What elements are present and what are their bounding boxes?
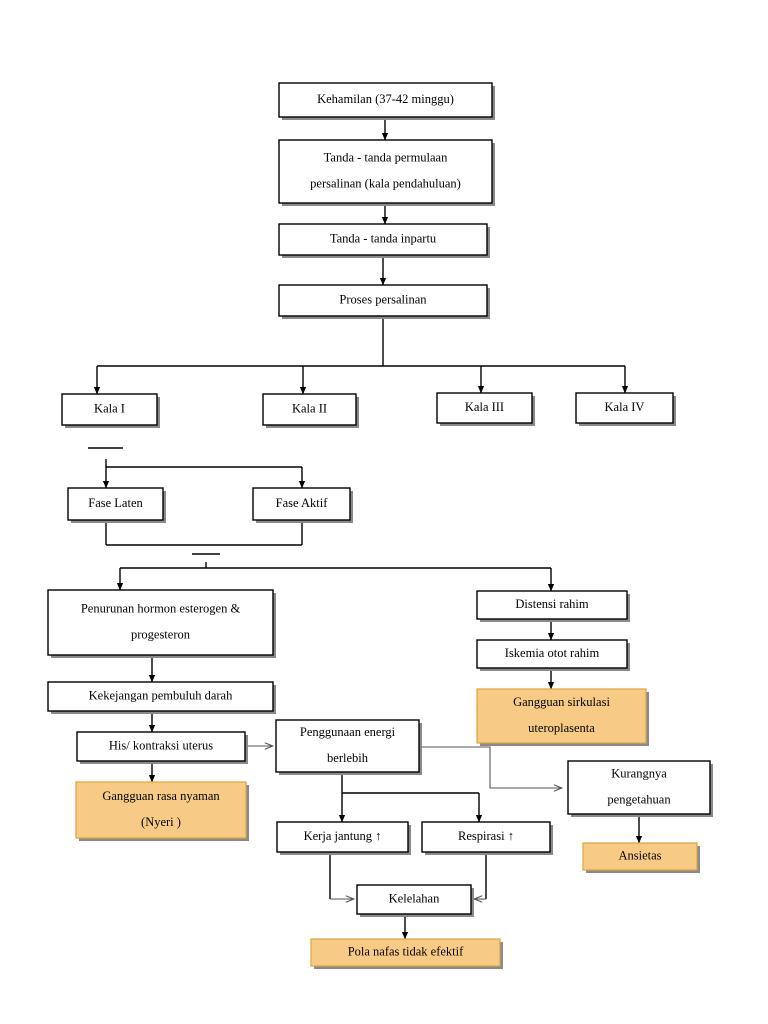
node-box bbox=[47, 589, 274, 656]
node-label: Kala II bbox=[292, 401, 327, 415]
node-label: Respirasi ↑ bbox=[458, 829, 514, 843]
node-box bbox=[276, 821, 409, 853]
node-box bbox=[476, 639, 628, 669]
node-label: pengetahuan bbox=[607, 792, 671, 806]
node-label: Kurangnya bbox=[611, 766, 667, 780]
node-label: Penurunan hormon esterogen & bbox=[81, 601, 241, 615]
node-kehamilan[interactable]: Kehamilan (37-42 minggu) bbox=[278, 82, 495, 120]
node-box bbox=[252, 487, 351, 521]
node-proses-persalinan[interactable]: Proses persalinan bbox=[278, 284, 490, 319]
node-gangguan-sirkulasi[interactable]: Gangguan sirkulasi uteroplasenta bbox=[476, 688, 649, 746]
node-label: Gangguan sirkulasi bbox=[513, 695, 610, 709]
node-label: Kerja jantung ↑ bbox=[304, 829, 382, 843]
node-label: Kala III bbox=[465, 400, 504, 414]
node-label: Kala IV bbox=[605, 400, 645, 414]
node-box bbox=[356, 884, 472, 915]
node-label: uteroplasenta bbox=[528, 721, 595, 735]
node-box bbox=[310, 938, 501, 967]
node-distensi-rahim[interactable]: Distensi rahim bbox=[476, 590, 630, 622]
node-box bbox=[575, 392, 674, 424]
node-layer: Kehamilan (37-42 minggu) Tanda - tanda pe… bbox=[47, 82, 713, 969]
node-label: Iskemia otot rahim bbox=[505, 646, 600, 660]
node-kala-3[interactable]: Kala III bbox=[436, 392, 535, 426]
node-label: Penggunaan energi bbox=[300, 725, 396, 739]
node-label: Tanda - tanda permulaan bbox=[324, 150, 448, 164]
node-label: Distensi rahim bbox=[515, 597, 589, 611]
node-kala-4[interactable]: Kala IV bbox=[575, 392, 676, 426]
node-gangguan-rasa-nyaman[interactable]: Gangguan rasa nyaman (Nyeri ) bbox=[75, 781, 249, 841]
node-box bbox=[278, 284, 488, 317]
node-label: Ansietas bbox=[618, 848, 661, 862]
node-box bbox=[75, 781, 247, 839]
node-box bbox=[278, 82, 493, 118]
node-label: Fase Aktif bbox=[276, 496, 329, 510]
node-tanda-inpartu[interactable]: Tanda - tanda inpartu bbox=[278, 223, 490, 258]
node-label: Pola nafas tidak efektif bbox=[348, 944, 464, 958]
node-box bbox=[47, 681, 274, 712]
node-penurunan-hormon[interactable]: Penurunan hormon esterogen & progesteron bbox=[47, 589, 276, 658]
node-tanda-permulaan[interactable]: Tanda - tanda permulaan persalinan (kala … bbox=[278, 139, 495, 206]
node-box bbox=[262, 393, 357, 426]
node-box bbox=[278, 139, 493, 204]
node-kelelahan[interactable]: Kelelahan bbox=[356, 884, 474, 917]
node-respirasi[interactable]: Respirasi ↑ bbox=[421, 821, 553, 855]
node-box bbox=[76, 731, 246, 762]
node-fase-aktif[interactable]: Fase Aktif bbox=[252, 487, 353, 523]
node-iskemia[interactable]: Iskemia otot rahim bbox=[476, 639, 630, 671]
node-fase-laten[interactable]: Fase Laten bbox=[67, 487, 166, 523]
node-label: Kelelahan bbox=[389, 891, 440, 905]
node-kerja-jantung[interactable]: Kerja jantung ↑ bbox=[276, 821, 411, 855]
node-label: Kehamilan (37-42 minggu) bbox=[317, 92, 454, 106]
node-box bbox=[421, 821, 551, 853]
node-label: (Nyeri ) bbox=[141, 815, 181, 829]
node-label: His/ kontraksi uterus bbox=[109, 738, 213, 752]
node-kurangnya-pengetahuan[interactable]: Kurangnya pengetahuan bbox=[567, 760, 713, 817]
node-box bbox=[582, 842, 698, 871]
connector-layer bbox=[88, 117, 643, 940]
node-label: berlebih bbox=[327, 751, 369, 765]
node-label: Gangguan rasa nyaman bbox=[102, 789, 220, 803]
node-pola-nafas[interactable]: Pola nafas tidak efektif bbox=[310, 938, 503, 969]
node-penggunaan-energi[interactable]: Penggunaan energi berlebih bbox=[275, 719, 422, 775]
node-label: Kekejangan pembuluh darah bbox=[89, 688, 233, 702]
node-box bbox=[476, 688, 647, 744]
node-kala-1[interactable]: Kala I bbox=[61, 393, 160, 428]
node-box bbox=[436, 392, 533, 424]
node-label: Kala I bbox=[94, 401, 125, 415]
node-label: persalinan (kala pendahuluan) bbox=[310, 176, 461, 190]
node-his-kontraksi[interactable]: His/ kontraksi uterus bbox=[76, 731, 248, 764]
node-label: Proses persalinan bbox=[339, 292, 427, 306]
node-box bbox=[476, 590, 628, 620]
node-box bbox=[275, 719, 420, 773]
node-label: Tanda - tanda inpartu bbox=[330, 231, 437, 245]
connector-energi-to-kurangnya bbox=[419, 746, 562, 788]
node-label: progesteron bbox=[131, 627, 191, 641]
node-box bbox=[278, 223, 488, 256]
node-box bbox=[67, 487, 164, 521]
node-ansietas[interactable]: Ansietas bbox=[582, 842, 700, 873]
node-box bbox=[61, 393, 158, 426]
node-box bbox=[567, 760, 711, 815]
node-label: Fase Laten bbox=[88, 496, 143, 510]
node-kala-2[interactable]: Kala II bbox=[262, 393, 359, 428]
node-kekejangan[interactable]: Kekejangan pembuluh darah bbox=[47, 681, 276, 714]
